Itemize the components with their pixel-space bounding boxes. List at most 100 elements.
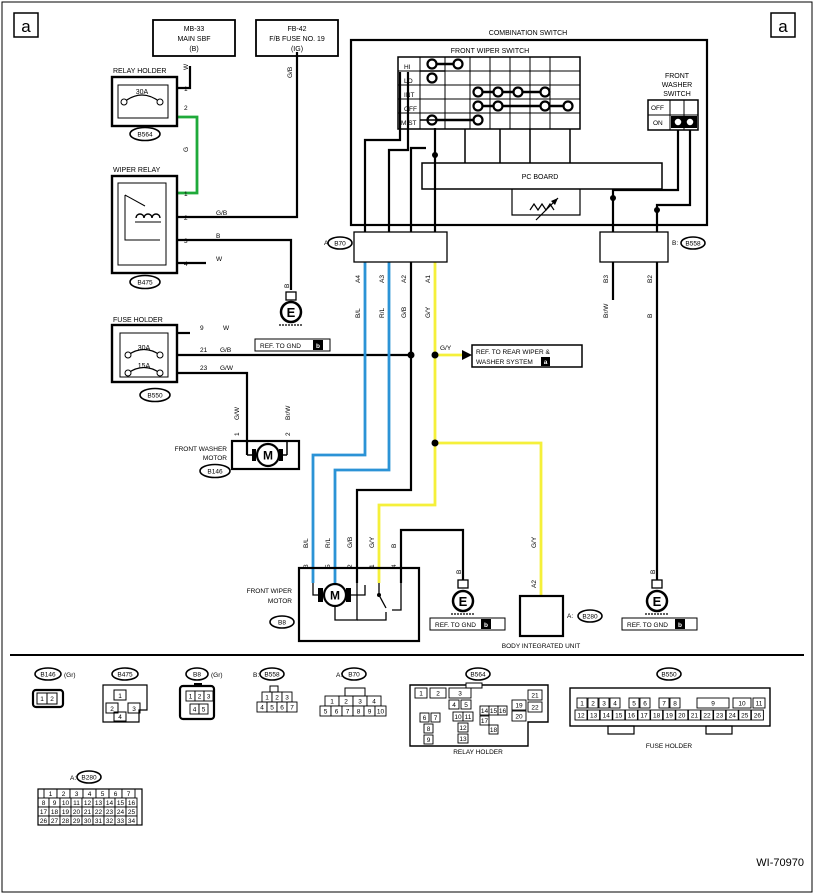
connector-pin-label: 17 (40, 809, 48, 816)
svg-text:A:: A: (324, 240, 330, 247)
connector-pin (658, 697, 670, 709)
wire-label-gw-fuse: G/W (220, 365, 234, 372)
svg-text:B: B (650, 570, 657, 574)
svg-text:A3: A3 (379, 275, 386, 283)
svg-text:A1: A1 (425, 275, 432, 283)
svg-text:B550: B550 (661, 672, 677, 679)
svg-text:FRONT WIPER SWITCH: FRONT WIPER SWITCH (451, 48, 529, 55)
connector-pin-label: 34 (128, 818, 136, 825)
connector-pin-label: 23 (106, 809, 114, 816)
wire-label-w-fuse: W (223, 325, 230, 332)
connector-pin-label: 22 (703, 712, 711, 719)
svg-text:3: 3 (303, 564, 310, 568)
connector-pin (448, 699, 460, 710)
connector-pin-label: 15 (117, 800, 125, 807)
svg-text:SWITCH: SWITCH (663, 91, 691, 98)
connector-pin-label: 5 (464, 702, 468, 709)
connector-pin-label: 3 (285, 694, 289, 701)
svg-text:Br/W: Br/W (603, 303, 610, 318)
svg-text:G/Y: G/Y (440, 345, 452, 352)
svg-text:LO: LO (404, 78, 413, 85)
connector-pin-label: 1 (419, 690, 423, 697)
connector-pin-label: 12 (577, 712, 585, 719)
connector-pin-label: 9 (711, 700, 715, 707)
svg-text:B: B (284, 284, 291, 288)
svg-text:FRONT WIPER: FRONT WIPER (247, 588, 293, 595)
connector-pin-label: 16 (499, 708, 507, 715)
connector-pin (286, 701, 298, 713)
switch-contact (426, 72, 438, 84)
switch-contact (472, 100, 484, 112)
switch-contact (539, 86, 551, 98)
connector-pin-label: 20 (678, 712, 686, 719)
connector-pin-label: 1 (189, 693, 193, 700)
svg-text:FUSE HOLDER: FUSE HOLDER (113, 317, 163, 324)
connector-pin (587, 697, 599, 709)
svg-text:WASHER: WASHER (662, 82, 692, 89)
wire-label-b-relay: B (216, 233, 220, 240)
combination-switch: COMBINATION SWITCH FRONT WIPER SWITCH HI… (349, 30, 709, 227)
connector-pin (732, 697, 752, 709)
svg-text:E: E (653, 594, 662, 609)
svg-text:5: 5 (325, 564, 332, 568)
connector-pin-label: 5 (632, 700, 636, 707)
switch-contact (562, 100, 574, 112)
connector-pin-label: 25 (741, 712, 749, 719)
connector-pin (612, 709, 626, 721)
wire-sw-b2 (655, 130, 692, 232)
connector-pin-label: 14 (603, 712, 611, 719)
connector-pin-label: 30 (84, 818, 92, 825)
svg-text:30A: 30A (136, 89, 149, 96)
connector-pin (669, 697, 681, 709)
svg-text:RELAY HOLDER: RELAY HOLDER (453, 749, 503, 756)
svg-text:MOTOR: MOTOR (268, 598, 292, 605)
connector-pin-label: 31 (95, 818, 103, 825)
switch-contact (472, 114, 484, 126)
connector-b-b558: B: B558 B3 B2 Br/W B (599, 231, 706, 318)
connector-pin-label: 9 (368, 708, 372, 715)
connector-pin-label: 20 (73, 809, 81, 816)
connector-tag-b475: B475 (129, 274, 161, 290)
svg-text:BODY INTEGRATED UNIT: BODY INTEGRATED UNIT (502, 643, 581, 650)
connector-pin-label: 24 (729, 712, 737, 719)
junction-dot (407, 351, 415, 359)
connector-pin-label: 22 (531, 704, 539, 711)
svg-text:G/B: G/B (347, 537, 354, 548)
front-washer-switch: FRONT WASHER SWITCH OFF ON (647, 73, 699, 131)
svg-text:2: 2 (184, 215, 188, 222)
svg-text:MB-33: MB-33 (184, 26, 205, 33)
connector-tag-b8: B8 (269, 615, 295, 629)
connector-pin-label: 1 (330, 698, 334, 705)
connector-pin-label: 10 (738, 700, 746, 707)
fuse-holder: FUSE HOLDER 30A 15A 9 21 23 W G/B G/W (110, 317, 234, 384)
svg-text:21: 21 (200, 347, 208, 354)
relay-holder: RELAY HOLDER 30A 1 2 G (110, 68, 190, 152)
connector-a-b70: A: B70 A4 A3 A2 A1 B/L R/L G/B G/Y (324, 231, 448, 318)
connector-pin-label: 23 (716, 712, 724, 719)
svg-text:1: 1 (40, 696, 44, 703)
connector-pin (374, 705, 387, 717)
connector-pin-label: 6 (114, 791, 118, 798)
wire-gy-a1 (377, 262, 437, 583)
connector-pin (700, 709, 714, 721)
connector-pin (462, 711, 474, 722)
connector-pin-label: 2 (62, 791, 66, 798)
connector-pin (457, 722, 469, 733)
connector-pin (713, 709, 727, 721)
connector-pin-label: 7 (127, 791, 131, 798)
connector-pin (599, 709, 613, 721)
svg-text:A:: A: (567, 613, 573, 620)
connector-pin-label: 16 (128, 800, 136, 807)
wire-gw-washer (177, 371, 249, 455)
svg-text:B: B (391, 544, 398, 548)
wire-rl (333, 262, 391, 583)
wire-label-w-top: W (183, 63, 190, 70)
connector-pin-label: 6 (423, 715, 427, 722)
svg-text:(B): (B) (189, 46, 198, 53)
front-wiper-motor: B/L R/L G/B G/Y B 3 5 2 1 4 M FRONT WIPE… (247, 536, 421, 643)
connector-pin-label: 2 (436, 690, 440, 697)
svg-text:INT: INT (404, 92, 415, 99)
connector-pin-label: 7 (662, 700, 666, 707)
